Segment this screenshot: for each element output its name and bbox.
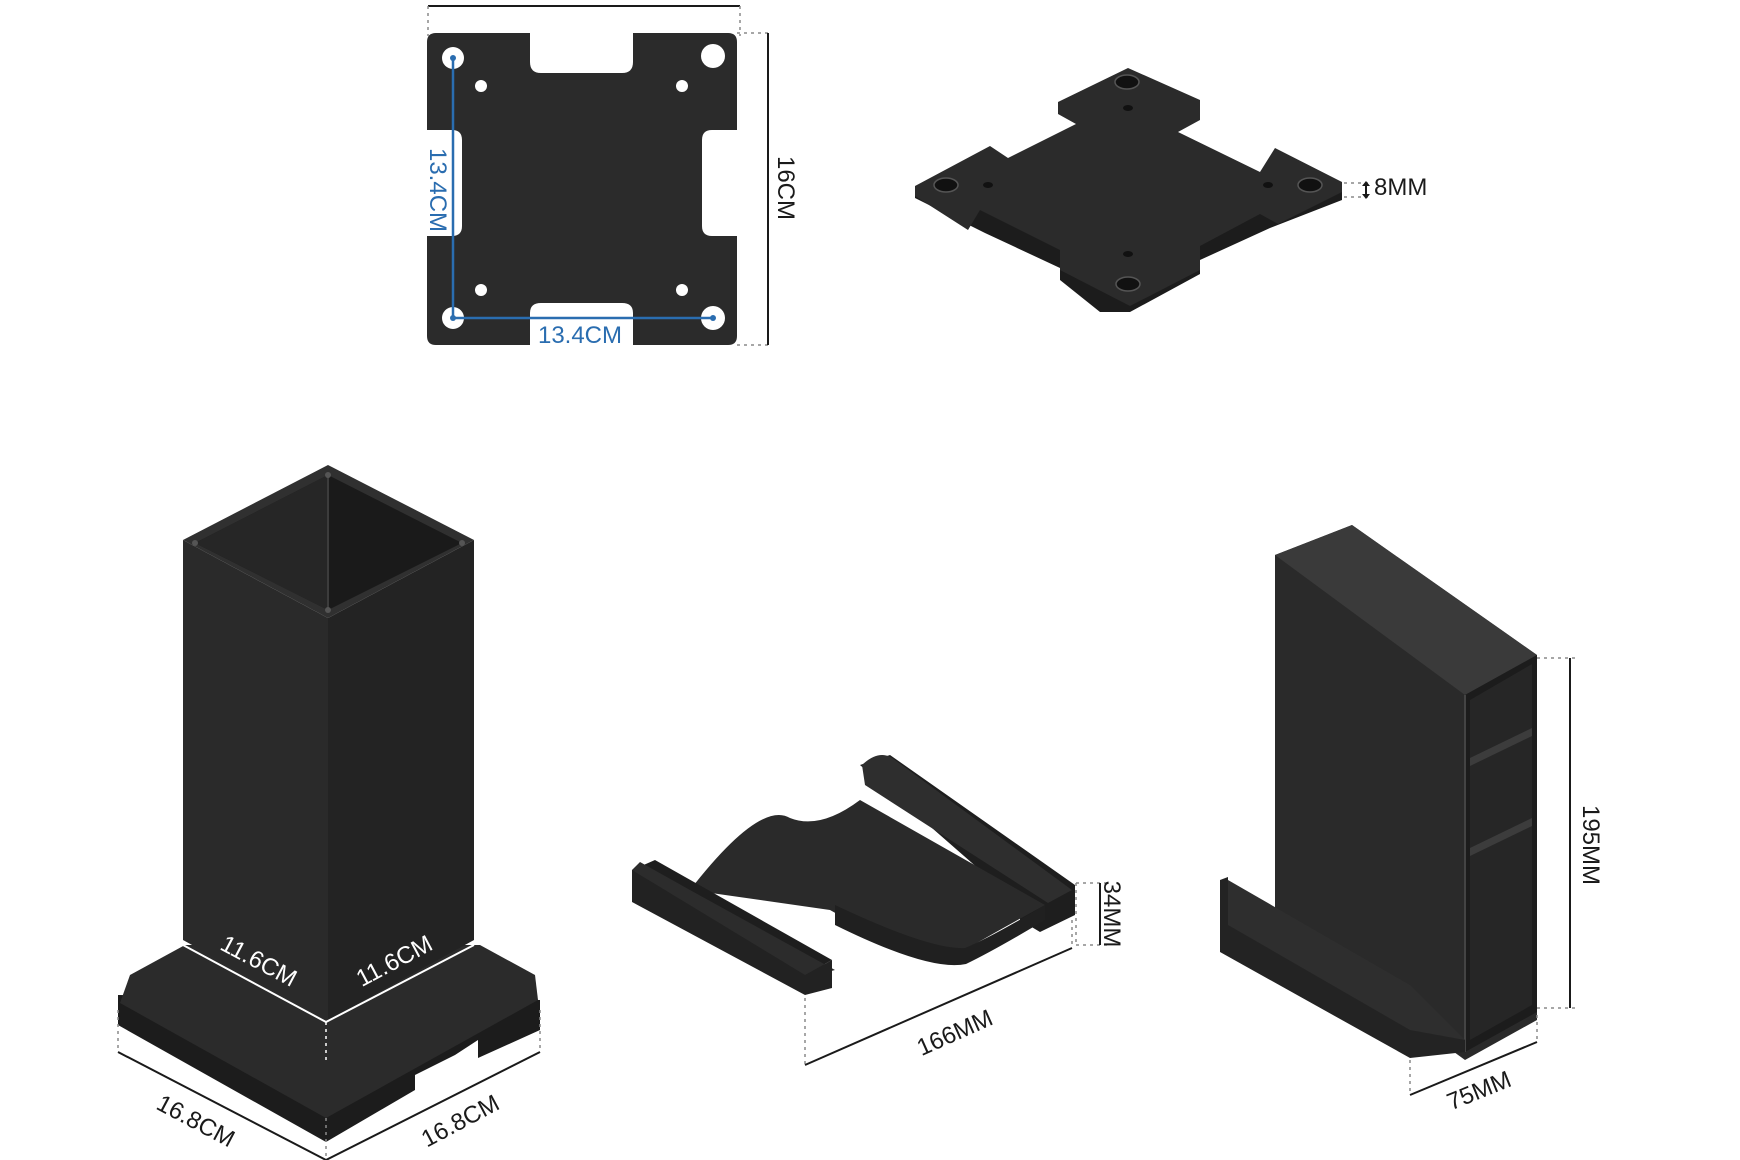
holder-depth-dimension-line	[1409, 1041, 1538, 1096]
tower-stand: 11.6CM 11.6CM 16.8CM 16.8CM	[117, 465, 541, 1160]
mount-hole-icon	[1115, 276, 1141, 292]
small-hole-icon	[676, 284, 688, 296]
small-hole-icon	[676, 80, 688, 92]
vesa-plate-iso	[915, 68, 1342, 306]
tower-base-right-label: 16.8CM	[417, 1090, 504, 1153]
mount-hole-icon	[933, 177, 959, 193]
small-hole-icon	[475, 284, 487, 296]
vertical-holder: 195MM 75MM	[1220, 525, 1604, 1116]
wave-height-label: 34MM	[1098, 881, 1125, 948]
wave-length-dimension-line	[804, 947, 1073, 1066]
wave-stand-sheet	[690, 800, 1045, 962]
base-left-dimension-line	[117, 1051, 327, 1160]
plate-iso-view: 8MM	[915, 68, 1427, 312]
hole-spacing-horizontal-label: 13.4CM	[538, 322, 622, 349]
tower-column-right-face	[328, 540, 474, 1020]
mount-hole-icon	[1114, 74, 1140, 90]
tower-base-left-label: 16.8CM	[152, 1090, 239, 1153]
mount-hole-icon	[1297, 177, 1323, 193]
small-hole-icon	[475, 80, 487, 92]
base-right-dimension-line	[325, 1051, 541, 1160]
holder-depth-label: 75MM	[1443, 1066, 1515, 1116]
plate-top-view: 13.4CM 13.4CM 16CM	[424, 5, 799, 349]
holder-height-label: 195MM	[1577, 805, 1604, 885]
wave-stand: 34MM 166MM	[632, 755, 1125, 1066]
mount-hole-icon	[701, 44, 725, 68]
plate-thickness-label: 8MM	[1374, 174, 1427, 201]
tower-column-left-face	[183, 540, 328, 1020]
plate-height-label: 16CM	[772, 156, 799, 220]
holder-compartments	[1470, 664, 1532, 1040]
hole-spacing-vertical-label: 13.4CM	[424, 148, 451, 232]
tower-base	[120, 945, 538, 1118]
vesa-plate-top	[427, 33, 737, 345]
